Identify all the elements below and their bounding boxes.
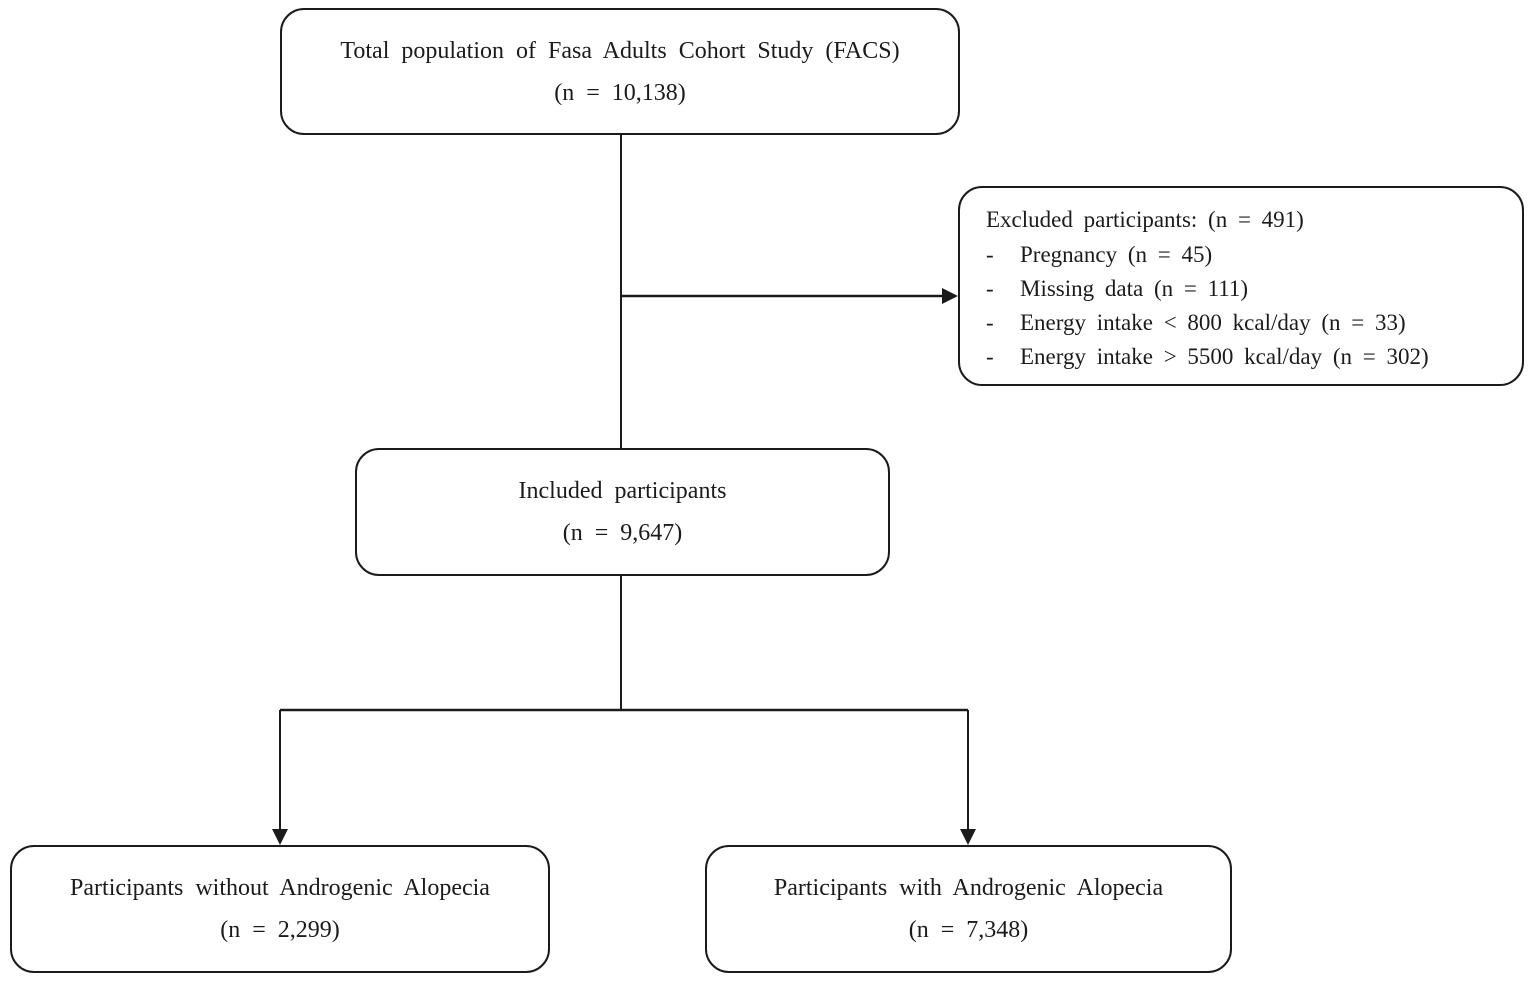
excluded-item-high-energy-label: Energy intake > 5500 kcal/day (n = 302) bbox=[1020, 344, 1429, 369]
node-without-androgenic-alopecia: Participants without Androgenic Alopecia… bbox=[10, 845, 550, 973]
node-total-population: Total population of Fasa Adults Cohort S… bbox=[280, 8, 960, 135]
dash-bullet: - bbox=[986, 242, 994, 267]
arrowhead-without-alopecia bbox=[272, 829, 288, 845]
node-with-androgenic-alopecia: Participants with Androgenic Alopecia (n… bbox=[705, 845, 1232, 973]
excluded-item-low-energy-label: Energy intake < 800 kcal/day (n = 33) bbox=[1020, 310, 1406, 335]
node-total-population-count: (n = 10,138) bbox=[554, 79, 686, 106]
node-without-alopecia-count: (n = 2,299) bbox=[220, 917, 340, 943]
arrowhead-excluded bbox=[942, 288, 958, 304]
node-total-population-label: Total population of Fasa Adults Cohort S… bbox=[340, 37, 900, 64]
node-with-alopecia-label: Participants with Androgenic Alopecia bbox=[773, 875, 1164, 901]
dash-bullet: - bbox=[986, 276, 994, 301]
node-included-participants: Included participants (n = 9,647) bbox=[355, 448, 890, 576]
excluded-item-missing-data-label: Missing data (n = 111) bbox=[1020, 276, 1249, 301]
node-with-alopecia-count: (n = 7,348) bbox=[908, 917, 1029, 943]
excluded-item-high-energy: - Energy intake > 5500 kcal/day (n = 302… bbox=[986, 340, 1512, 374]
dash-bullet: - bbox=[986, 310, 994, 335]
excluded-item-pregnancy: - Pregnancy (n = 45) bbox=[986, 238, 1512, 272]
excluded-item-low-energy: - Energy intake < 800 kcal/day (n = 33) bbox=[986, 306, 1512, 340]
excluded-item-pregnancy-label: Pregnancy (n = 45) bbox=[1020, 242, 1213, 267]
dash-bullet: - bbox=[986, 344, 994, 369]
node-excluded-header: Excluded participants: (n = 491) bbox=[986, 207, 1304, 232]
node-without-alopecia-label: Participants without Androgenic Alopecia bbox=[70, 875, 490, 901]
node-included-label: Included participants bbox=[518, 478, 727, 504]
node-excluded-participants: Excluded participants: (n = 491) - Pregn… bbox=[958, 186, 1524, 386]
excluded-item-missing-data: - Missing data (n = 111) bbox=[986, 272, 1512, 306]
arrowhead-with-alopecia bbox=[960, 829, 976, 845]
node-included-count: (n = 9,647) bbox=[562, 520, 683, 546]
